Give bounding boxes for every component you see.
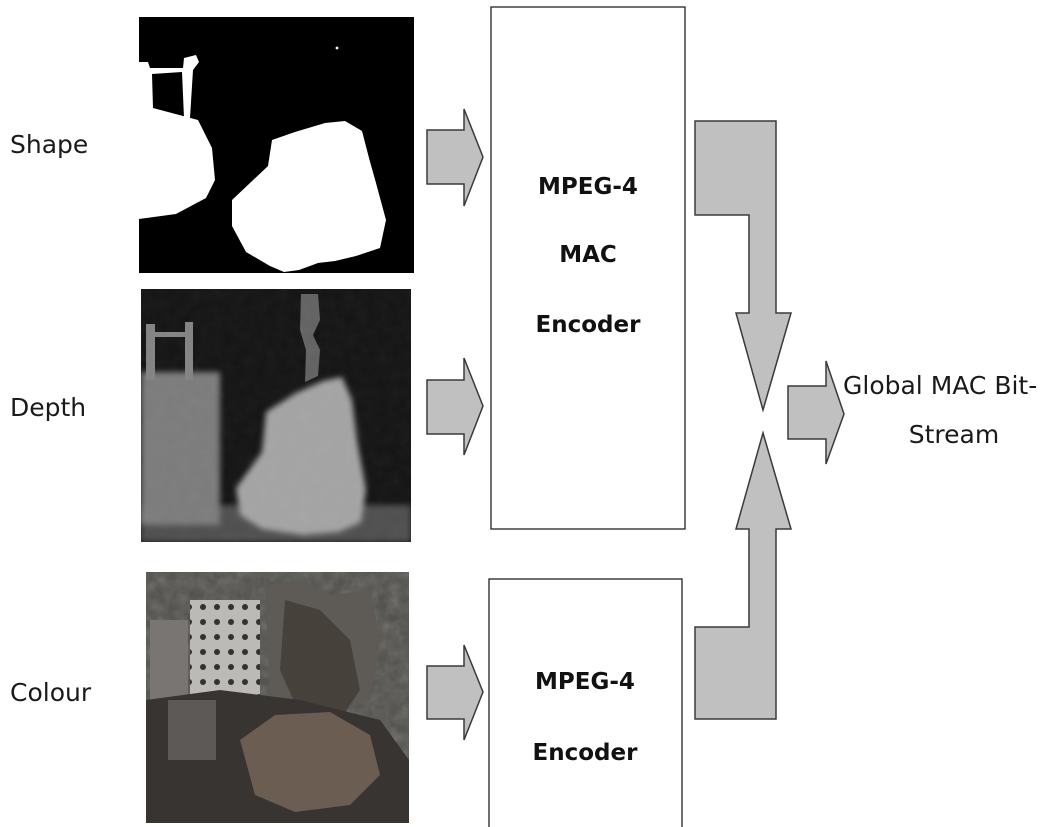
colour-input-arrow <box>426 644 484 741</box>
mac-to-merge-arrow <box>694 120 792 413</box>
output-label-line-1: Global MAC Bit- <box>843 371 1037 400</box>
output-arrow <box>787 360 845 465</box>
shape-mask-image <box>139 17 414 273</box>
mac-encoder-line-2: MAC <box>559 242 617 268</box>
depth-label: Depth <box>10 393 86 422</box>
shape-label: Shape <box>10 130 88 159</box>
colour-label: Colour <box>10 678 92 707</box>
mac-encoder-line-1: MPEG-4 <box>538 174 638 200</box>
mac-encoder-box <box>490 6 686 530</box>
mpeg4-to-merge-arrow <box>694 430 792 720</box>
depth-map-image <box>141 289 411 542</box>
mpeg4-encoder-box <box>488 578 683 827</box>
mpeg4-encoder-line-1: MPEG-4 <box>535 669 635 695</box>
depth-input-arrow <box>426 357 484 456</box>
mac-encoder-line-3: Encoder <box>536 312 642 338</box>
output-label-line-2: Stream <box>909 420 999 449</box>
shape-input-arrow <box>426 108 484 207</box>
mpeg4-encoder-line-2: Encoder <box>533 740 639 766</box>
colour-frame-image <box>146 572 409 823</box>
